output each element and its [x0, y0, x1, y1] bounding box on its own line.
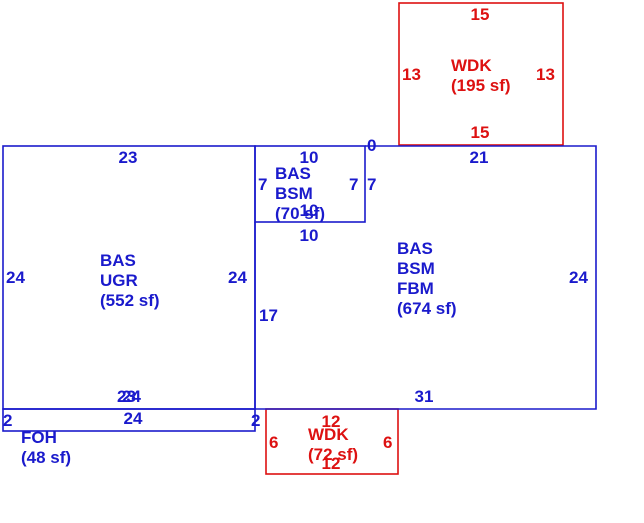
bsm-small-dim-bottom: 10 — [300, 226, 319, 245]
wdk-top-label-line-2: (195 sf) — [451, 76, 511, 95]
foh-outline — [2, 408, 256, 432]
fbm-dim-top: 21 — [470, 148, 489, 167]
wdk-bottom-dim-right: 6 — [383, 433, 392, 452]
wdk-bottom-dim-top: 12 — [322, 412, 341, 431]
fbm-dim-right: 24 — [569, 268, 588, 287]
foh-dim-top: 24 — [124, 409, 143, 428]
fbm-area: BAS BSM FBM (674 sf) 21 24 31 17 7 0 — [259, 136, 588, 406]
wdk-top-area: WDK (195 sf) 15 13 13 15 — [402, 5, 555, 142]
ugr-label-line-2: UGR — [100, 271, 138, 290]
foh-label-line-1: FOH — [21, 428, 57, 447]
ugr-dim-left: 24 — [6, 268, 25, 287]
bsm-small-area: BAS BSM (70 sf) 10 7 7 10 10 — [258, 148, 358, 245]
foh-dim-left: 2 — [3, 411, 12, 430]
wdk-top-dim-top: 15 — [471, 5, 490, 24]
fbm-dim-corner: 0 — [367, 136, 376, 155]
bsm-small-dim-right: 7 — [349, 175, 358, 194]
wdk-bottom-dim-left: 6 — [269, 433, 278, 452]
fbm-outline — [254, 145, 597, 410]
fbm-label-line-1: BAS — [397, 239, 433, 258]
fbm-label-line-2: BSM — [397, 259, 435, 278]
ugr-label-line-3: (552 sf) — [100, 291, 160, 310]
fbm-label-line-3: FBM — [397, 279, 434, 298]
wdk-top-label-line-1: WDK — [451, 56, 492, 75]
fbm-dim-left: 17 — [259, 306, 278, 325]
wdk-top-dim-bottom: 15 — [471, 123, 490, 142]
fbm-dim-left-small: 7 — [367, 175, 376, 194]
foh-label-line-2: (48 sf) — [21, 448, 71, 467]
ugr-dim-right: 24 — [228, 268, 247, 287]
wdk-bottom-label-line-1: WDK — [308, 425, 349, 444]
wdk-bottom-area: WDK (72 sf) 12 6 6 12 — [269, 412, 392, 473]
bsm-small-label-line-3: (70 sf) — [275, 204, 325, 223]
bsm-small-label-line-2: BSM — [275, 184, 313, 203]
bsm-small-dim-left: 7 — [258, 175, 267, 194]
wdk-bottom-dim-bottom: 12 — [322, 454, 341, 473]
bsm-small-outline — [254, 145, 366, 223]
bsm-small-label-line-1: BAS — [275, 164, 311, 183]
fbm-label-line-4: (674 sf) — [397, 299, 457, 318]
foh-area: FOH (48 sf) 24 2 2 — [3, 409, 260, 467]
foh-dim-right: 2 — [251, 411, 260, 430]
ugr-area: BAS UGR (552 sf) 23 24 24 23 24 — [6, 148, 247, 406]
wdk-top-outline — [398, 2, 564, 146]
ugr-dim-bottom-overlap: 23 — [117, 387, 136, 406]
ugr-label-line-1: BAS — [100, 251, 136, 270]
ugr-dim-top: 23 — [119, 148, 138, 167]
wdk-top-dim-right: 13 — [536, 65, 555, 84]
wdk-bottom-label-line-2: (72 sf) — [308, 445, 358, 464]
fbm-dim-bottom: 31 — [415, 387, 434, 406]
bsm-small-dim-bottom-inner: 10 — [300, 201, 319, 220]
wdk-top-dim-left: 13 — [402, 65, 421, 84]
ugr-dim-bottom: 24 — [122, 387, 141, 406]
bsm-small-dim-top: 10 — [300, 148, 319, 167]
